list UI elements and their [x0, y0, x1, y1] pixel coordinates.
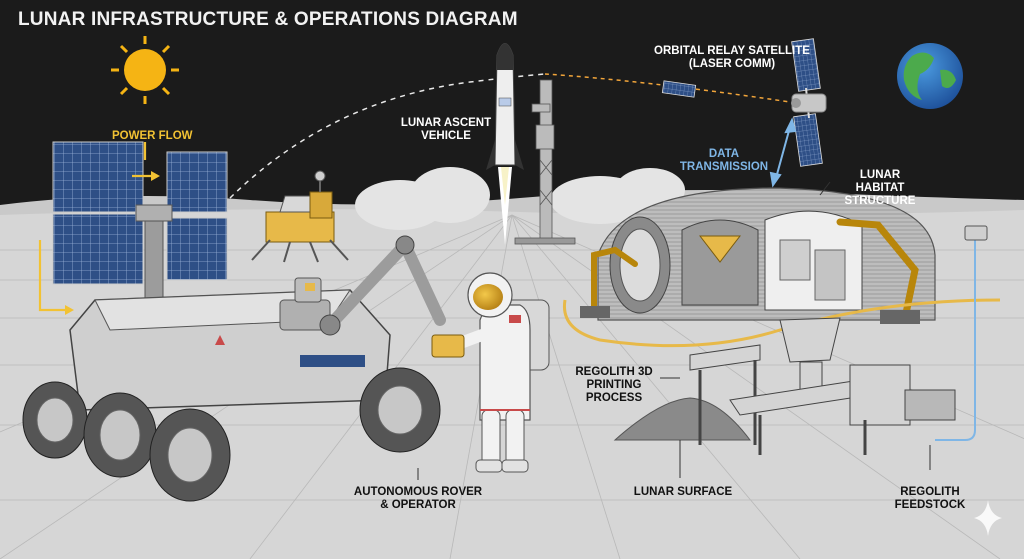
solar-array-right	[166, 151, 228, 281]
regolith-3d-printing-label: REGOLITH 3D PRINTING PROCESS	[575, 366, 653, 404]
regolith-pile	[613, 397, 752, 441]
data-transmission-arrow	[769, 117, 797, 188]
relay-module	[661, 80, 697, 98]
habitat-printer-arm-right-base	[880, 310, 920, 324]
data-cable	[935, 240, 976, 441]
lunar-ascent-vehicle-icon	[486, 43, 524, 245]
launch-tower	[514, 79, 576, 245]
feedstock-hose	[562, 298, 1001, 348]
sun-icon	[111, 36, 179, 104]
habitat-printer-arm-right	[836, 218, 919, 322]
lunar-surface-label: LUNAR SURFACE	[633, 486, 733, 498]
power-flow-arrows	[38, 142, 160, 315]
solar-array-left	[52, 141, 144, 285]
lunar-habitat-structure-label: LUNAR HABITAT STRUCTURE	[844, 169, 916, 207]
regolith-3d-printer-icon	[689, 317, 956, 455]
orbital-relay-satellite-label: ORBITAL RELAY SATELLITE (LASER COMM)	[654, 45, 810, 70]
launch-trajectory-dashed	[229, 73, 546, 199]
power-flow-label: POWER FLOW	[112, 130, 193, 142]
sensor-mast-icon	[964, 225, 988, 241]
orbital-relay-satellite-icon	[791, 38, 827, 167]
diagram-title: LUNAR INFRASTRUCTURE & OPERATIONS DIAGRA…	[18, 9, 518, 30]
data-transmission-label: DATA TRANSMISSION	[679, 148, 769, 173]
solar-mast	[135, 204, 173, 306]
laser-comm-link-dashed	[544, 73, 791, 103]
callout-leader-lines	[417, 181, 931, 480]
habitat-printer-arm-left	[591, 246, 638, 313]
lunar-lander-icon	[251, 170, 349, 263]
sparkle-icon	[974, 500, 1002, 536]
habitat-printer-arm-left-base	[580, 306, 610, 318]
lunar-ascent-vehicle-label: LUNAR ASCENT VEHICLE	[400, 117, 492, 142]
astronaut-operator-icon	[431, 272, 550, 473]
autonomous-rover-label: AUTONOMOUS ROVER & OPERATOR	[353, 486, 483, 511]
lunar-habitat-structure-icon	[597, 187, 936, 321]
earth-icon	[897, 43, 963, 109]
regolith-feedstock-label: REGOLITH FEEDSTOCK	[894, 486, 966, 511]
autonomous-rover-icon	[22, 235, 446, 502]
